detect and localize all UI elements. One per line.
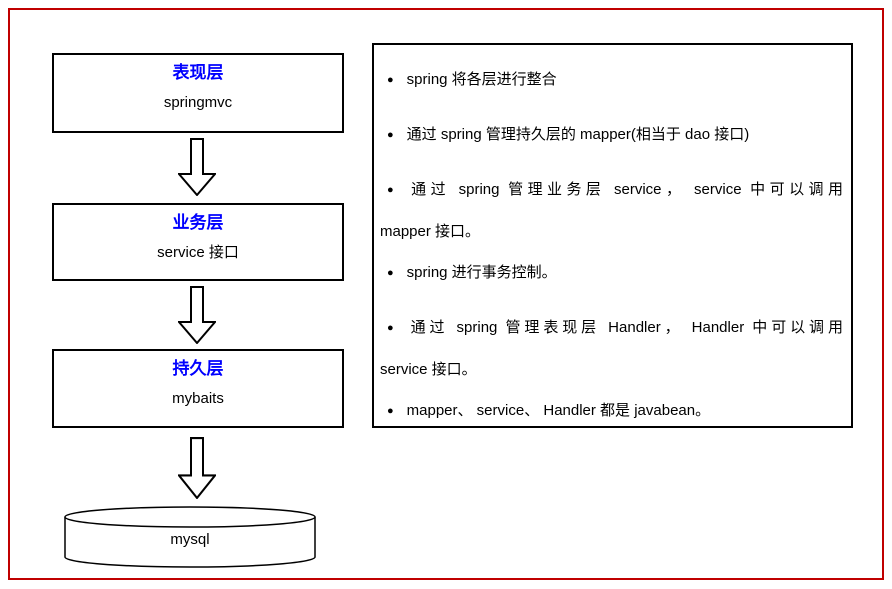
note-line: mapper、 service、 Handler 都是 javabean。 xyxy=(406,402,711,419)
note-line: 通过 spring 管理业务层 service， service 中可以调用 xyxy=(411,181,843,198)
bullet-icon: ● xyxy=(387,322,398,334)
bullet-icon: ● xyxy=(387,74,394,86)
layer-title: 业务层 xyxy=(172,213,224,232)
note-bullet-item: ●通过 spring 管理表现层 Handler， Handler 中可以调用 … xyxy=(380,307,843,390)
layer-tech-label: mybaits xyxy=(172,390,224,407)
bullet-icon: ● xyxy=(387,129,394,141)
layer-tech-label: service 接口 xyxy=(157,244,239,261)
note-line: spring 将各层进行整合 xyxy=(406,71,557,88)
note-bullet-item: ● spring 将各层进行整合 xyxy=(380,59,843,101)
note-bullet-item: ● spring 进行事务控制。 xyxy=(380,252,843,294)
bullet-icon: ● xyxy=(387,267,394,279)
database-cylinder: mysql xyxy=(64,506,316,568)
bullet-icon: ● xyxy=(387,405,394,417)
note-bullet-item: ● 通过 spring 管理持久层的 mapper(相当于 dao 接口) xyxy=(380,114,843,156)
down-arrow-icon xyxy=(178,138,216,196)
layer-title: 表现层 xyxy=(172,63,224,82)
layer-tech-label: springmvc xyxy=(163,94,233,111)
bullet-icon: ● xyxy=(387,184,399,196)
database-label: mysql xyxy=(170,531,210,548)
layer-box-presentation: 表现层 springmvc xyxy=(52,53,344,133)
outer-border-frame xyxy=(8,8,884,580)
note-line: 通过 spring 管理表现层 Handler， Handler 中可以调用 xyxy=(410,319,843,336)
layer-box-business: 业务层 service 接口 xyxy=(52,203,344,281)
note-line: spring 进行事务控制。 xyxy=(406,264,557,281)
layer-box-persistence: 持久层 mybaits xyxy=(52,349,344,428)
note-bullet-item: ●通过 spring 管理业务层 service， service 中可以调用 … xyxy=(380,169,843,252)
down-arrow-icon xyxy=(178,437,216,499)
note-line: mapper 接口。 xyxy=(380,223,481,240)
layer-title: 持久层 xyxy=(172,359,224,378)
note-bullet-item: ● mapper、 service、 Handler 都是 javabean。 xyxy=(380,390,843,432)
notes-panel: ● spring 将各层进行整合 ● 通过 spring 管理持久层的 mapper… xyxy=(372,43,853,428)
down-arrow-icon xyxy=(178,286,216,344)
note-line: 通过 spring 管理持久层的 mapper(相当于 dao 接口) xyxy=(406,126,750,143)
note-line: service 接口。 xyxy=(380,361,477,378)
